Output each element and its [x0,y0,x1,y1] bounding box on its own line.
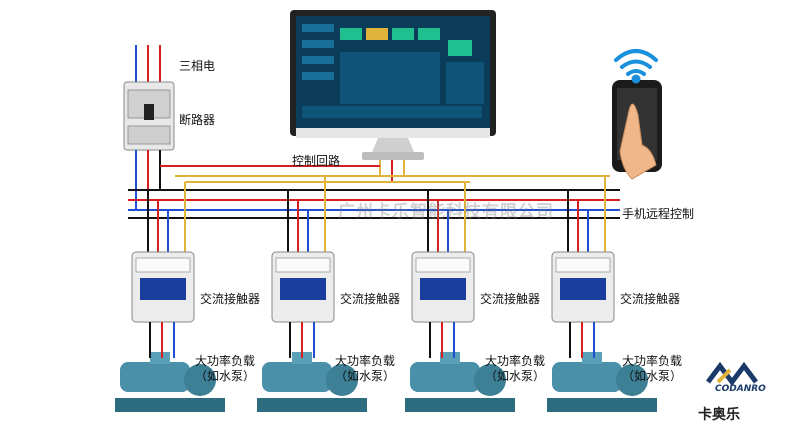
contactor-4 [551,251,615,323]
label-load-1-line1: 大功率负载 [195,354,256,368]
label-load-4-line2: （如水泵） [622,369,683,383]
label-breaker: 断路器 [179,113,216,127]
contactor-2 [271,251,335,323]
pump-4 [547,352,657,412]
watermark: 广州卡乐智能科技有限公司 [338,202,554,222]
label-load-2-line2: （如水泵） [335,369,396,383]
monitor [290,10,496,160]
label-load-3-line1: 大功率负载 [485,354,546,368]
label-three-phase: 三相电 [179,59,216,73]
contactor-3 [411,251,475,323]
label-contactor-1: 交流接触器 [200,292,261,306]
brand-logo-icon [706,361,758,387]
label-load-1-line2: （如水泵） [195,369,256,383]
breaker [123,81,175,151]
contactor-1 [131,251,195,323]
brand-name-cn: 卡奥乐 [698,407,740,423]
brand-name-en: CODANRO [715,384,766,394]
pump-3 [405,352,515,412]
bus-drops [147,190,589,258]
label-contactor-2: 交流接触器 [340,292,401,306]
wifi-icon [614,49,658,84]
pump-2 [257,352,367,412]
label-control-loop: 控制回路 [292,154,341,168]
contactor-pump-wires [149,322,595,358]
label-load-2-line1: 大功率负载 [335,354,396,368]
label-contactor-4: 交流接触器 [620,292,681,306]
label-load-3-line2: （如水泵） [485,369,546,383]
pump-1 [115,352,225,412]
phone [612,80,662,180]
label-contactor-3: 交流接触器 [480,292,541,306]
label-load-4-line1: 大功率负载 [622,354,683,368]
label-remote-control: 手机远程控制 [622,207,695,221]
